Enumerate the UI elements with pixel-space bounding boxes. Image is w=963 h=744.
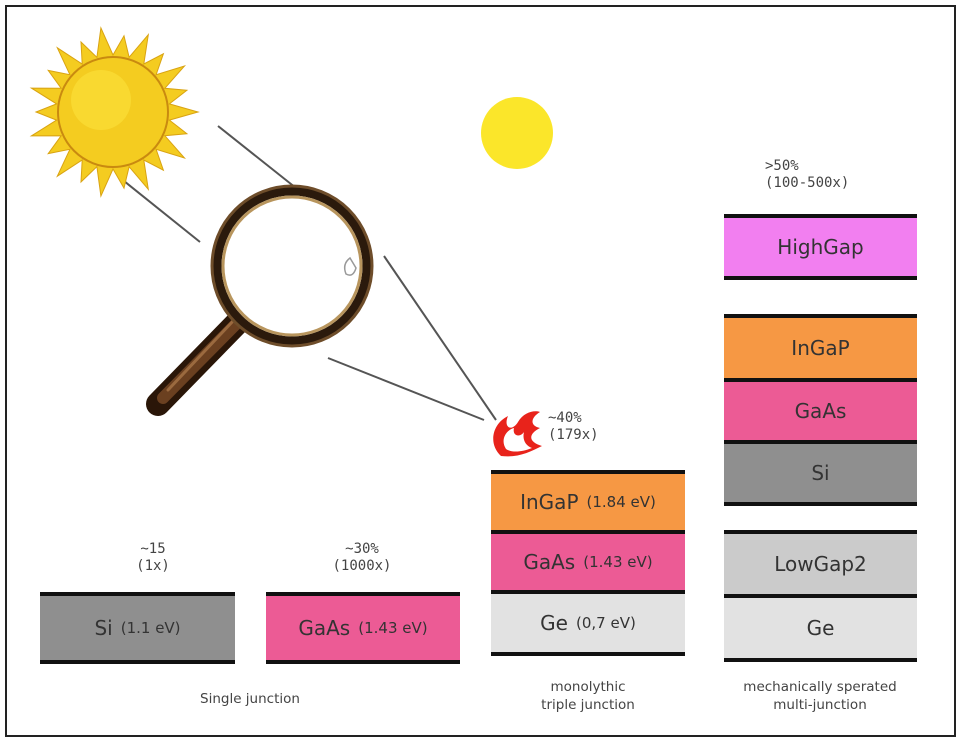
layer-name: Si (811, 461, 830, 485)
multi-junction-caption: mechanically sperated multi-junction (743, 679, 897, 713)
light-ray (217, 125, 297, 189)
layer-name: InGaP (791, 336, 850, 360)
magnifying-glass-icon (146, 184, 374, 416)
lowgap2-layer: LowGap2 (724, 530, 917, 598)
light-ray (123, 180, 201, 243)
multi-junction-middle-stack: InGaP GaAs Si (724, 314, 917, 506)
si-layer: Si (1.1 eV) (40, 592, 235, 664)
bandgap-value: (1.84 eV) (586, 493, 656, 511)
layer-name: Si (94, 616, 113, 640)
figure-frame (5, 5, 956, 737)
triple-junction-caption: monolythic triple junction (541, 679, 635, 713)
layer-name: GaAs (523, 550, 576, 574)
gaas-layer: GaAs (724, 378, 917, 444)
bandgap-value: (1.1 eV) (120, 619, 181, 637)
light-ray (327, 357, 485, 421)
layer-name: LowGap2 (774, 552, 867, 576)
triple-junction-stack: InGaP (1.84 eV) GaAs (1.43 eV) Ge (0,7 eV) (491, 470, 685, 656)
si-efficiency-label: ~15 (1x) (136, 541, 170, 574)
ingap-layer: InGaP (724, 314, 917, 382)
ingap-layer: InGaP (1.84 eV) (491, 470, 685, 534)
sun-icon (29, 26, 200, 198)
layer-name: GaAs (794, 399, 847, 423)
layer-name: GaAs (298, 616, 351, 640)
flame-icon (493, 411, 542, 457)
bandgap-value: (1.43 eV) (583, 553, 653, 571)
sun-disc-icon (481, 97, 553, 169)
light-ray (383, 255, 497, 421)
layer-name: Ge (540, 611, 568, 635)
triple-efficiency-label: ~40% (179x) (548, 410, 599, 443)
layer-name: InGaP (520, 490, 579, 514)
bandgap-value: (1.43 eV) (358, 619, 428, 637)
ge-layer: Ge (0,7 eV) (491, 590, 685, 656)
layer-name: Ge (806, 616, 835, 640)
layer-name: HighGap (777, 235, 864, 259)
sun-highlight (71, 70, 131, 130)
gaas-layer: GaAs (1.43 eV) (266, 592, 460, 664)
multi-efficiency-label: >50% (100-500x) (765, 158, 850, 191)
bandgap-value: (0,7 eV) (575, 614, 636, 632)
si-layer: Si (724, 440, 917, 506)
ge-layer: Ge (724, 594, 917, 662)
single-junction-caption: Single junction (200, 691, 300, 707)
multi-junction-bottom-stack: LowGap2 Ge (724, 530, 917, 662)
gaas-layer: GaAs (1.43 eV) (491, 530, 685, 594)
highgap-layer: HighGap (724, 214, 917, 280)
gaas-efficiency-label: ~30% (1000x) (332, 541, 392, 574)
